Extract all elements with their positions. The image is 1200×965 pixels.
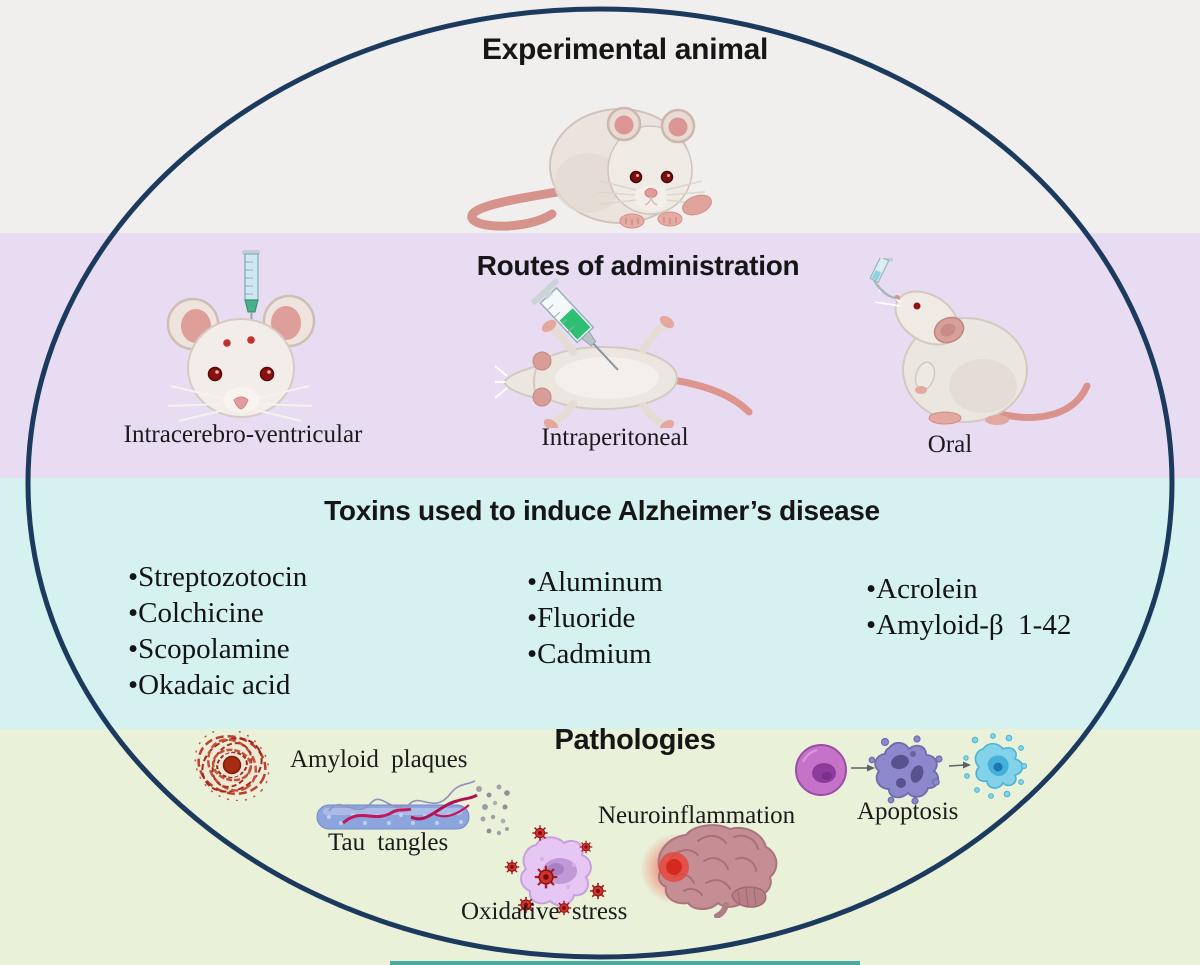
toxin-item: •Aluminum <box>527 566 663 598</box>
toxin-item: •Amyloid-β 1-42 <box>866 609 1072 641</box>
toxin-item: •Colchicine <box>128 597 264 629</box>
pathology-label-apoptosis: Apoptosis <box>857 798 959 825</box>
toxin-column-1: •Streptozotocin •Colchicine •Scopolamine… <box>128 559 307 703</box>
toxin-item: •Acrolein <box>866 573 978 605</box>
amyloid-plaque-icon <box>192 728 276 806</box>
toxin-item: •Cadmium <box>527 638 652 670</box>
routes-title: Routes of administration <box>476 250 800 281</box>
toxin-column-2: •Aluminum •Fluoride •Cadmium <box>527 564 663 672</box>
toxin-item: •Streptozotocin <box>128 561 308 593</box>
toxin-item: •Fluoride <box>527 602 636 634</box>
route-label-oral: Oral <box>927 431 973 458</box>
route-label-intracerebroventricular: Intracerebro-ventricular <box>123 421 363 448</box>
pathology-label-oxidative-stress: Oxidative stress <box>461 898 628 925</box>
inflamed-brain-icon <box>628 817 790 923</box>
pathology-label-tau-tangles: Tau tangles <box>328 829 449 856</box>
experimental-animal-title: Experimental animal <box>481 33 769 66</box>
bottom-edge-artifact <box>390 961 860 965</box>
toxin-item: •Okadaic acid <box>128 669 291 701</box>
intraperitoneal-injection-icon <box>494 278 753 433</box>
pathology-label-amyloid-plaques: Amyloid plaques <box>290 746 468 773</box>
oral-gavage-icon <box>845 252 1095 439</box>
toxin-column-3: •Acrolein •Amyloid-β 1-42 <box>866 571 1071 643</box>
toxin-item: •Scopolamine <box>128 633 290 665</box>
pathologies-title: Pathologies <box>554 724 716 756</box>
toxins-title: Toxins used to induce Alzheimer’s diseas… <box>324 495 880 526</box>
lab-rat-icon <box>450 78 760 238</box>
route-label-intraperitoneal: Intraperitoneal <box>541 424 689 451</box>
icv-injection-icon <box>163 250 353 427</box>
pathology-label-neuroinflammation: Neuroinflammation <box>598 802 796 829</box>
